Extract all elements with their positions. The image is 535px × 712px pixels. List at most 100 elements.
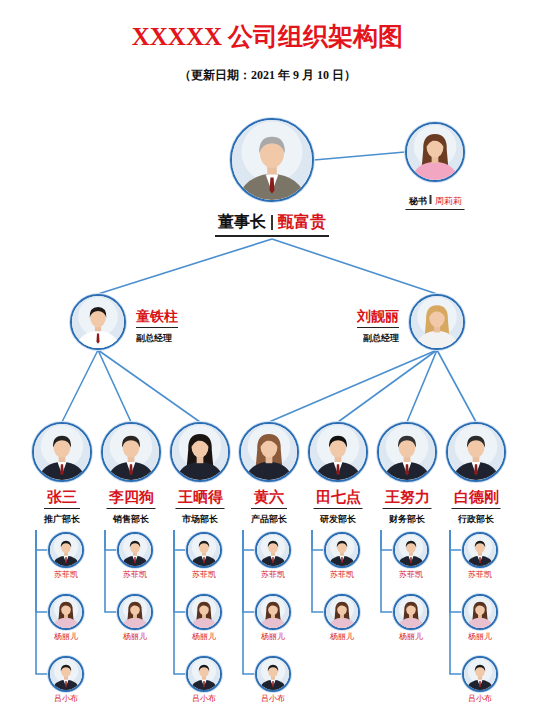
name-block: 苏菲凯 — [54, 571, 78, 579]
person-node: 王晒得市场部长 — [170, 422, 230, 482]
person-name: 杨丽儿 — [399, 633, 423, 641]
reporting-line — [36, 530, 48, 674]
name-block: 董事长甄富贵 — [215, 212, 329, 237]
portrait-photo — [119, 534, 151, 566]
person-node: 苏菲凯 — [186, 532, 222, 568]
portrait-photo — [50, 534, 82, 566]
name-block: 苏菲凯 — [468, 571, 492, 579]
person-name: 苏菲凯 — [399, 571, 423, 579]
person-node: 童铁柱副总经理 — [70, 294, 126, 350]
person-name: 吕小布 — [54, 695, 78, 703]
reporting-line — [98, 239, 272, 294]
person-node: 苏菲凯 — [324, 532, 360, 568]
person-name: 杨丽儿 — [468, 633, 492, 641]
person-name: 苏菲凯 — [123, 571, 147, 579]
name-block: 杨丽儿 — [192, 633, 216, 641]
portrait-photo — [50, 658, 82, 690]
reporting-line — [312, 530, 324, 612]
portrait-photo — [310, 424, 366, 480]
person-name: 李四狗 — [107, 488, 156, 509]
name-block: 田七点研发部长 — [314, 488, 363, 526]
portrait-photo — [326, 534, 358, 566]
portrait-photo — [50, 596, 82, 628]
portrait-photo — [464, 658, 496, 690]
reporting-line — [243, 530, 255, 612]
person-node: 杨丽儿 — [462, 594, 498, 630]
job-title: 周莉莉 — [435, 196, 462, 206]
job-title: 研发部长 — [314, 513, 363, 526]
name-block: 张三推广部长 — [44, 488, 80, 526]
name-block: 苏菲凯 — [399, 571, 423, 579]
person-node: 杨丽儿 — [117, 594, 153, 630]
reporting-line — [243, 530, 255, 674]
name-block: 吕小布 — [54, 695, 78, 703]
reporting-line — [174, 530, 186, 674]
name-block: 杨丽儿 — [123, 633, 147, 641]
person-name: 苏菲凯 — [330, 571, 354, 579]
reporting-line — [437, 350, 476, 422]
name-block: 苏菲凯 — [261, 571, 285, 579]
reporting-line — [314, 152, 405, 160]
person-node: 吕小布 — [462, 656, 498, 692]
portrait-photo — [395, 596, 427, 628]
person-name: 秘书 — [409, 196, 427, 206]
portrait-photo — [103, 424, 159, 480]
reporting-line — [174, 530, 186, 550]
name-block: 苏菲凯 — [123, 571, 147, 579]
reporting-line — [269, 350, 437, 422]
person-name: 苏菲凯 — [192, 571, 216, 579]
portrait-photo — [407, 124, 463, 180]
job-title: 副总经理 — [357, 332, 399, 345]
name-block: 王努力财务部长 — [383, 488, 432, 526]
person-name: 杨丽儿 — [330, 633, 354, 641]
portrait-photo — [379, 424, 435, 480]
person-node: 董事长甄富贵 — [230, 118, 314, 202]
portrait-photo — [188, 534, 220, 566]
job-title: 推广部长 — [44, 513, 80, 526]
portrait-photo — [257, 534, 289, 566]
name-block: 童铁柱副总经理 — [136, 308, 178, 345]
portrait-photo — [119, 596, 151, 628]
portrait-photo — [464, 596, 496, 628]
person-name: 吕小布 — [261, 695, 285, 703]
person-name: 杨丽儿 — [192, 633, 216, 641]
person-node: 杨丽儿 — [393, 594, 429, 630]
name-block: 秘书周莉莉 — [406, 189, 465, 210]
person-node: 杨丽儿 — [48, 594, 84, 630]
name-block: 吕小布 — [468, 695, 492, 703]
chart-title: XXXXX 公司组织架构图 — [0, 20, 535, 53]
reporting-line — [98, 350, 200, 422]
portrait-photo — [188, 658, 220, 690]
name-block: 黄六产品部长 — [251, 488, 287, 526]
name-block: 李四狗销售部长 — [107, 488, 156, 526]
person-name: 苏菲凯 — [261, 571, 285, 579]
name-block: 王晒得市场部长 — [176, 488, 225, 526]
name-block: 刘靓丽副总经理 — [357, 308, 399, 345]
reporting-line — [36, 530, 48, 612]
person-node: 苏菲凯 — [255, 532, 291, 568]
person-name: 黄六 — [251, 488, 287, 509]
portrait-photo — [395, 534, 427, 566]
reporting-line — [174, 530, 186, 612]
person-name: 王晒得 — [176, 488, 225, 509]
person-node: 王努力财务部长 — [377, 422, 437, 482]
name-block: 吕小布 — [261, 695, 285, 703]
reporting-line — [312, 530, 324, 550]
portrait-photo — [448, 424, 504, 480]
reporting-line — [36, 530, 48, 550]
person-name: 吕小布 — [192, 695, 216, 703]
person-node: 张三推广部长 — [32, 422, 92, 482]
reporting-line — [105, 530, 117, 550]
person-name: 王努力 — [383, 488, 432, 509]
person-node: 苏菲凯 — [462, 532, 498, 568]
reporting-line — [272, 239, 437, 294]
reporting-line — [450, 530, 462, 674]
reporting-line — [450, 530, 462, 612]
portrait-photo — [257, 658, 289, 690]
portrait-photo — [241, 424, 297, 480]
person-name: 童铁柱 — [136, 308, 178, 328]
portrait-photo — [72, 296, 124, 348]
portrait-photo — [326, 596, 358, 628]
reporting-line — [381, 530, 393, 550]
